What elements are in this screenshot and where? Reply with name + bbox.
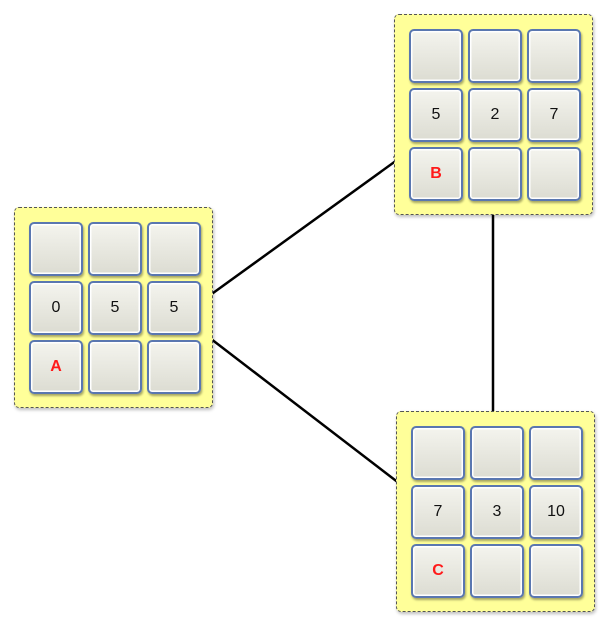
grid-cell: 5 (409, 88, 463, 142)
grid-cell: 7 (411, 485, 465, 539)
node-label-b: B (409, 147, 463, 201)
edge-a-to-b (201, 153, 405, 303)
grid-cell (88, 340, 142, 394)
edge-a-to-c (201, 331, 409, 491)
grid-cell: 0 (29, 281, 83, 335)
grid-cell (88, 222, 142, 276)
grid-cell: 3 (470, 485, 524, 539)
grid-cell (470, 426, 524, 480)
grid-cell (529, 544, 583, 598)
grid-cell (147, 340, 201, 394)
grid-cell: 10 (529, 485, 583, 539)
grid-cell (29, 222, 83, 276)
node-label-a: A (29, 340, 83, 394)
grid-cell (468, 29, 522, 83)
node-grid-a: 0 5 5 A (29, 222, 201, 394)
grid-cell: 5 (147, 281, 201, 335)
grid-cell (147, 222, 201, 276)
grid-cell (527, 29, 581, 83)
grid-cell (411, 426, 465, 480)
grid-cell: 7 (527, 88, 581, 142)
node-panel-c: 7 3 10 C (396, 411, 595, 612)
node-grid-b: 5 2 7 B (409, 29, 581, 201)
grid-cell: 2 (468, 88, 522, 142)
node-panel-a: 0 5 5 A (14, 207, 213, 408)
node-panel-b: 5 2 7 B (394, 14, 593, 215)
grid-cell (468, 147, 522, 201)
grid-cell (529, 426, 583, 480)
node-grid-c: 7 3 10 C (411, 426, 583, 598)
grid-cell (470, 544, 524, 598)
grid-cell (409, 29, 463, 83)
grid-cell (527, 147, 581, 201)
node-label-c: C (411, 544, 465, 598)
grid-cell: 5 (88, 281, 142, 335)
